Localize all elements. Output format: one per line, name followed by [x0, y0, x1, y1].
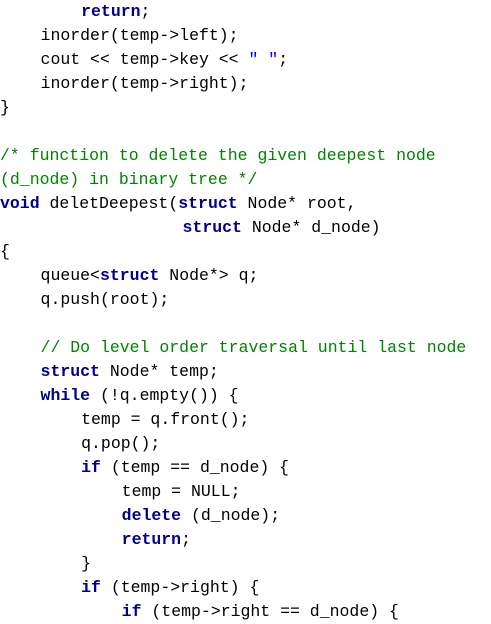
string-token: " " [248, 50, 279, 69]
code-line: cout << temp->key << " "; [41, 48, 289, 72]
code-token: (!q.empty()) { [90, 386, 239, 405]
code-token: queue< [40, 266, 100, 285]
code-line: void deletDeepest(struct Node* root, [0, 192, 356, 216]
code-token: q.pop(); [81, 434, 161, 453]
code-line: q.pop(); [81, 432, 160, 456]
code-line: while (!q.empty()) { [41, 384, 239, 408]
code-token: ; [181, 530, 191, 549]
code-token: q.push(root); [40, 290, 170, 309]
code-token: ; [278, 50, 289, 69]
code-line: temp = NULL; [122, 480, 241, 504]
code-token: inorder(temp->right); [40, 74, 249, 93]
code-line: queue<struct Node*> q; [41, 264, 259, 288]
keyword-token: if [81, 578, 101, 597]
keyword-token: delete [121, 506, 182, 525]
code-line: struct Node* d_node) [183, 216, 381, 240]
code-token: ; [140, 2, 151, 21]
code-token: deletDeepest( [39, 194, 179, 213]
comment-token: /* function to delete the given deepest … [0, 146, 436, 165]
keyword-token: struct [99, 266, 160, 285]
code-line: inorder(temp->left); [41, 24, 239, 48]
keyword-token: struct [182, 218, 242, 237]
keyword-token: return [81, 2, 141, 21]
keyword-token: void [0, 194, 40, 213]
keyword-token: if [81, 458, 101, 477]
code-token: Node* root, [237, 194, 357, 213]
code-line: return; [81, 0, 150, 24]
code-line: // Do level order traversal until last n… [41, 336, 467, 360]
code-token: (d_node); [181, 506, 281, 525]
code-line: } [0, 96, 10, 120]
code-token: { [0, 242, 10, 261]
code-line: delete (d_node); [122, 504, 280, 528]
code-line: } [81, 552, 91, 576]
code-line: struct Node* temp; [41, 360, 219, 384]
code-token: inorder(temp->left); [40, 26, 239, 45]
code-token: temp = q.front(); [81, 410, 250, 429]
code-line: { [0, 240, 10, 264]
code-token: cout << temp->key << [40, 50, 249, 69]
comment-token: (d_node) in binary tree */ [0, 170, 258, 189]
code-line: if (temp == d_node) { [81, 456, 289, 480]
code-line: temp = q.front(); [81, 408, 249, 432]
code-line: q.push(root); [41, 288, 170, 312]
keyword-token: struct [178, 194, 238, 213]
code-line: /* function to delete the given deepest … [0, 144, 436, 168]
code-token: } [81, 554, 92, 573]
code-token: temp = NULL; [121, 482, 241, 501]
comment-token: // Do level order traversal until last n… [40, 338, 467, 357]
code-line: if (temp->right == d_node) { [122, 600, 399, 624]
keyword-token: if [121, 602, 142, 621]
code-token: (temp->right) { [100, 578, 260, 597]
keyword-token: struct [40, 362, 100, 381]
code-token: Node* temp; [99, 362, 219, 381]
keyword-token: return [121, 530, 182, 549]
code-token: (temp->right == d_node) { [141, 602, 399, 621]
code-line: inorder(temp->right); [41, 72, 249, 96]
code-token: Node* d_node) [241, 218, 381, 237]
code-line: if (temp->right) { [81, 576, 259, 600]
code-line: (d_node) in binary tree */ [0, 168, 257, 192]
code-token: } [0, 98, 10, 117]
code-token: (temp == d_node) { [100, 458, 290, 477]
keyword-token: while [40, 386, 91, 405]
code-token: Node*> q; [159, 266, 259, 285]
code-line: return; [122, 528, 191, 552]
